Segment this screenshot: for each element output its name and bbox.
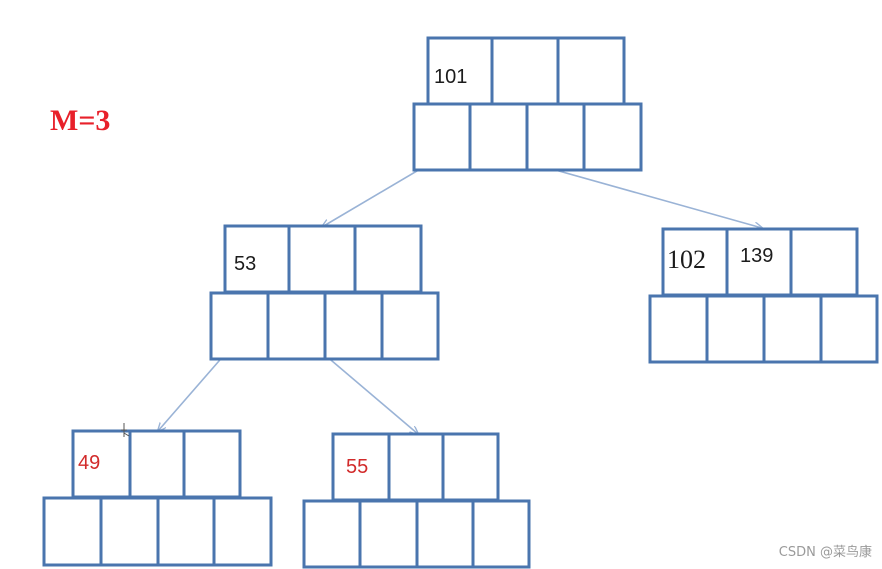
pointer-cell [380, 291, 440, 361]
pointer-cell [415, 499, 475, 569]
pointer-cell [819, 294, 879, 364]
node-mid-right-pointers [648, 294, 879, 364]
pointer-cell [358, 499, 419, 569]
pointer-cell [468, 102, 529, 172]
key-cell [287, 224, 357, 294]
node-mid-left-keys: 53 [223, 224, 423, 294]
key-cell [556, 36, 626, 106]
node-key: 49 [78, 452, 100, 474]
pointer-cell [302, 499, 362, 569]
node-root-keys: 101 [426, 36, 626, 106]
key-cell [661, 227, 729, 297]
key-cell [353, 224, 423, 294]
pointer-cell [99, 496, 160, 567]
pointer-cell [209, 291, 270, 361]
node-leaf-right-pointers [302, 499, 531, 569]
node-leaf-left: 49 [42, 423, 273, 567]
node-mid-left-pointers [209, 291, 440, 361]
pointer-cell [412, 102, 472, 172]
node-mid-right: 102 139 [648, 227, 879, 364]
pointer-cell [323, 291, 384, 361]
node-root-pointers [412, 102, 643, 172]
node-leaf-left-keys: 49 [71, 429, 242, 499]
key-cell [789, 227, 859, 297]
pointer-cell [42, 496, 103, 567]
node-leaf-right: 55 [302, 432, 531, 569]
pointer-cell [266, 291, 327, 361]
pointer-cell [705, 294, 766, 364]
pointer-cell [648, 294, 709, 364]
node-leaf-right-keys: 55 [331, 432, 500, 502]
node-mid-right-keys: 102 139 [661, 227, 859, 297]
node-root: 101 [412, 36, 643, 172]
key-cell [182, 429, 242, 499]
pointer-cell [762, 294, 823, 364]
node-key: 102 [667, 245, 706, 274]
pointer-cell [471, 499, 531, 569]
key-cell [387, 432, 445, 502]
watermark: CSDN @菜鸟康 [779, 544, 872, 560]
pointer-cell [156, 496, 216, 567]
node-key: 53 [234, 253, 256, 275]
pointer-cell [582, 102, 643, 172]
node-key: 55 [346, 456, 368, 478]
key-cell [128, 429, 186, 499]
key-cell [441, 432, 500, 502]
mouse-cursor-icon [121, 423, 130, 437]
pointer-cell [212, 496, 273, 567]
node-key: 101 [434, 66, 467, 88]
key-cell [426, 36, 494, 106]
pointer-cell [525, 102, 586, 172]
node-leaf-left-pointers [42, 496, 273, 567]
node-mid-left: 53 [209, 224, 440, 361]
key-cell [490, 36, 560, 106]
order-label: M=3 [50, 104, 110, 137]
key-cell [331, 432, 391, 502]
node-key: 139 [740, 245, 773, 267]
